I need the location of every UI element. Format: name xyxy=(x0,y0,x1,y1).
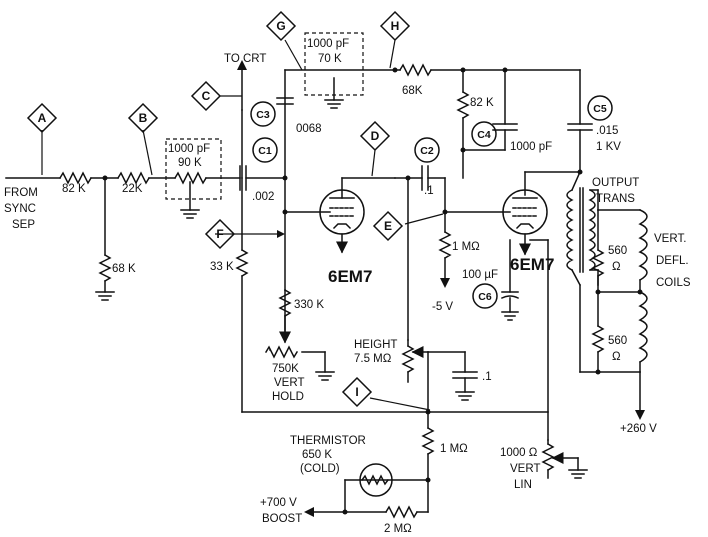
c2-coupling xyxy=(371,149,448,341)
test-point-h: H xyxy=(379,10,411,42)
r-560-b-line1: 560 xyxy=(608,335,627,347)
from-label-line1: FROM xyxy=(4,187,38,199)
lower-left-chain xyxy=(215,177,549,415)
test-point-a: A xyxy=(26,102,58,134)
tag-c4: C4 xyxy=(471,121,497,147)
rc-network-box-2 xyxy=(284,32,396,109)
svg-text:F: F xyxy=(216,227,223,241)
output-trans-line1: OUTPUT xyxy=(592,177,639,189)
tag-c2: C2 xyxy=(414,137,440,163)
neg5v-label: -5 V xyxy=(432,301,453,313)
r-33k-label: 33 K xyxy=(210,261,234,273)
vert-defl-line3: COILS xyxy=(656,277,691,289)
svg-text:C1: C1 xyxy=(258,145,272,157)
svg-text:C: C xyxy=(202,89,211,103)
tube-right xyxy=(500,189,549,441)
box2-cap-label: 1000 pF xyxy=(307,38,349,50)
r-68k-top-label: 68K xyxy=(402,85,423,97)
c1-value-label: .002 xyxy=(252,191,274,203)
box1-res-label: 90 K xyxy=(178,157,202,169)
vert-defl-line1: VERT. xyxy=(654,233,686,245)
r-560-a-line1: 560 xyxy=(608,245,627,257)
from-label-line2: SYNC xyxy=(4,203,36,215)
svg-text:C4: C4 xyxy=(477,129,491,141)
box1-cap-label: 1000 pF xyxy=(168,143,210,155)
svg-text:D: D xyxy=(371,129,380,143)
r-1meg-grid-label: 1 MΩ xyxy=(452,241,480,253)
r-82k-input-label: 82 K xyxy=(62,183,86,195)
thermistor-line2: 650 K xyxy=(302,449,332,461)
b-plus-label: +260 V xyxy=(620,423,657,435)
output-stage xyxy=(524,69,648,420)
c4-value-label: 1000 pF xyxy=(510,141,552,153)
boost-line1: +700 V xyxy=(260,497,297,509)
c2-value-label: .1 xyxy=(424,185,434,197)
thermistor-line3: (COLD) xyxy=(300,463,340,475)
input-wiring xyxy=(5,129,286,301)
test-point-f: F xyxy=(204,218,236,250)
tube-left xyxy=(284,177,396,254)
vert-lin-line2: VERT xyxy=(510,463,540,475)
c5-value-line2: 1 KV xyxy=(596,141,621,153)
vert-defl-line2: DEFL. xyxy=(656,255,689,267)
vert-lin-pot xyxy=(541,439,588,479)
tag-c5: C5 xyxy=(587,95,613,121)
vert-hold-line2: VERT xyxy=(274,377,304,389)
box2-res-label: 70 K xyxy=(318,53,342,65)
svg-text:C6: C6 xyxy=(478,291,492,303)
r-1meg-boost-label: 1 MΩ xyxy=(440,443,468,455)
test-point-c: C xyxy=(190,80,242,112)
test-point-e: E xyxy=(372,210,404,242)
tag-c6: C6 xyxy=(472,283,498,309)
tag-c3: C3 xyxy=(250,101,276,127)
tag-c1: C1 xyxy=(252,137,278,163)
r-560-a-line2: Ω xyxy=(612,261,621,273)
c6-value-label: 100 µF xyxy=(462,269,498,281)
test-point-d: D xyxy=(359,120,391,152)
height-line2: 7.5 MΩ xyxy=(354,353,392,365)
plate-load-network xyxy=(456,69,518,179)
svg-text:E: E xyxy=(384,219,392,233)
c-point1-label: .1 xyxy=(482,371,492,383)
boost-line2: BOOST xyxy=(262,513,302,525)
r-2meg-label: 2 MΩ xyxy=(384,523,412,535)
r-560-b-line2: Ω xyxy=(612,351,621,363)
r-68k-shunt-label: 68 K xyxy=(112,263,136,275)
svg-text:C3: C3 xyxy=(256,109,270,121)
r-330k-label: 330 K xyxy=(294,299,324,311)
thermistor-line1: THERMISTOR xyxy=(290,435,366,447)
vert-lin-line3: LIN xyxy=(514,479,532,491)
svg-text:A: A xyxy=(38,111,47,125)
boost-network xyxy=(304,411,435,519)
r-22k-label: 22K xyxy=(122,183,143,195)
output-trans-line2: TRANS xyxy=(596,193,635,205)
svg-text:H: H xyxy=(391,19,400,33)
c3-value-label: 0068 xyxy=(296,123,322,135)
svg-text:I: I xyxy=(355,385,358,399)
svg-text:G: G xyxy=(276,19,285,33)
vert-hold-line3: HOLD xyxy=(272,391,304,403)
vert-lin-line1: 1000 Ω xyxy=(500,447,538,459)
test-point-g: G xyxy=(265,10,297,42)
svg-text:C5: C5 xyxy=(593,103,607,115)
svg-text:B: B xyxy=(139,111,148,125)
to-crt-label: TO CRT xyxy=(224,53,266,65)
height-line1: HEIGHT xyxy=(354,339,397,351)
r-82k-top-label: 82 K xyxy=(470,97,494,109)
from-label-line3: SEP xyxy=(12,219,35,231)
test-point-b: B xyxy=(127,102,159,134)
c5-value-line1: .015 xyxy=(596,125,618,137)
rc-network-box-1 xyxy=(165,138,222,219)
right-grid-wiring xyxy=(404,211,511,288)
svg-text:C2: C2 xyxy=(420,145,434,157)
test-point-i: I xyxy=(341,376,373,408)
tube-right-label: 6EM7 xyxy=(510,255,554,274)
to-crt-wire xyxy=(237,60,247,179)
tube-left-label: 6EM7 xyxy=(328,267,372,286)
vert-hold-line1: 750K xyxy=(272,363,299,375)
